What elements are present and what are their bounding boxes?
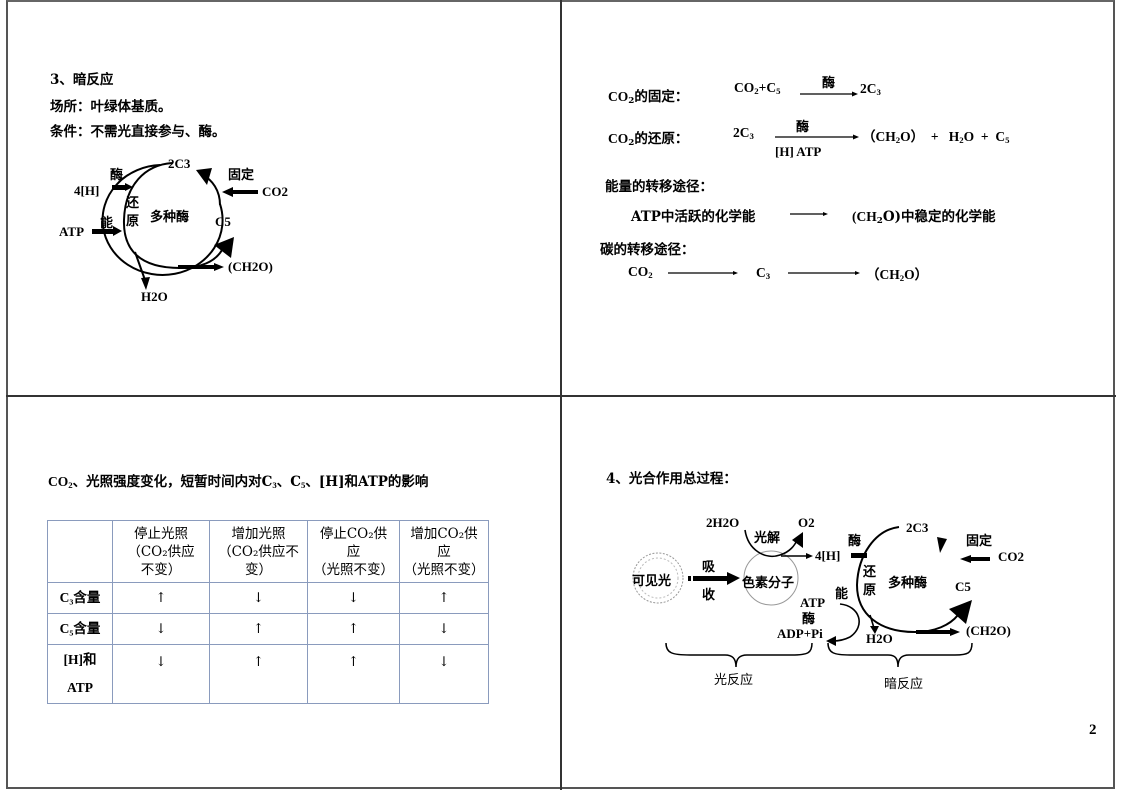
- table-row-c3: C₃含量 ↑ ↓ ↓ ↑: [47, 582, 489, 614]
- horizontal-divider: [6, 395, 1116, 397]
- table-row-h-atp: [H]和 ATP ↓ ↑ ↑ ↓: [47, 644, 489, 704]
- label-co2: CO2: [998, 549, 1024, 564]
- label-energy: 能: [100, 216, 114, 231]
- label-h2o: H2O: [141, 289, 168, 304]
- reduction-label: CO2的还原：: [608, 131, 689, 149]
- label-multi-enzyme: 多种酶: [150, 210, 190, 225]
- label-reduce-2: 原: [863, 583, 877, 598]
- location-text: 场所：叶绿体基质。: [50, 99, 172, 115]
- header-increase-light: 增加光照 （CO₂供应不 变）: [209, 520, 308, 583]
- label-atp: ATP: [59, 224, 85, 239]
- label-enzyme: 酶: [848, 534, 862, 549]
- energy-path-title: 能量的转移途径：: [605, 179, 713, 195]
- label-enzyme-small: 酶: [802, 612, 816, 627]
- calvin-cycle-arrows: [92, 162, 258, 290]
- label-atp: ATP: [800, 595, 826, 610]
- label-reduce-2: 原: [126, 214, 140, 229]
- energy-to: (CH2O)中稳定的化学能: [852, 209, 996, 227]
- label-ch2o: (CH2O): [966, 623, 1011, 638]
- cell-value: ↑: [307, 613, 400, 645]
- header-stop-light: 停止光照 （CO₂供应 不变）: [112, 520, 210, 583]
- table-title: CO2、光照强度变化，短暂时间内对C3、C5、[H]和ATP的影响: [48, 474, 429, 491]
- label-pigment: 色素分子: [742, 576, 795, 591]
- carbon-path-title: 碳的转移途径：: [600, 242, 695, 258]
- table-header-row: 停止光照 （CO₂供应 不变） 增加光照 （CO₂供应不 变） 停止CO₂供 应…: [47, 520, 489, 583]
- label-4h: 4[H]: [815, 548, 841, 563]
- label-energy: 能: [835, 587, 849, 602]
- label-absorb-2: 收: [702, 588, 716, 603]
- cell-value: ↓: [112, 644, 210, 704]
- reduction-conditions: [H] ATP: [775, 144, 822, 159]
- heading: 3、暗反应: [50, 72, 114, 88]
- label-4h: 4[H]: [74, 183, 100, 198]
- label-reduce-1: 还: [863, 565, 877, 580]
- label-2c3: 2C3: [906, 520, 929, 535]
- label-o2: O2: [798, 515, 815, 530]
- cell-value: ↑: [209, 613, 308, 645]
- carbon-ch2o: （CH2O）: [866, 267, 929, 284]
- fixation-enzyme: 酶: [822, 76, 836, 91]
- light-burst-icon: [632, 552, 684, 604]
- header-increase-co2: 增加CO₂供 应 （光照不变）: [399, 520, 489, 583]
- label-fix: 固定: [228, 168, 255, 183]
- table-corner-cell: [47, 520, 113, 583]
- cell-value: ↓: [399, 644, 489, 704]
- carbon-arrow-2: [788, 271, 860, 275]
- label-c5: C5: [955, 579, 971, 594]
- reduction-reactant: 2C3: [733, 125, 754, 142]
- cell-value: ↓: [399, 613, 489, 645]
- condition-text: 条件：不需光直接参与、酶。: [50, 124, 226, 140]
- cell-value: ↑: [307, 644, 400, 704]
- effects-table: 停止光照 （CO₂供应 不变） 增加光照 （CO₂供应不 变） 停止CO₂供 应…: [47, 520, 489, 704]
- label-2h2o: 2H2O: [706, 515, 740, 530]
- header-stop-co2: 停止CO₂供 应 （光照不变）: [307, 520, 400, 583]
- fixation-arrow: [800, 91, 858, 97]
- label-light-reaction: 光反应: [714, 673, 754, 688]
- label-absorb-1: 吸: [702, 560, 716, 575]
- cell-value: ↓: [307, 582, 400, 614]
- carbon-arrow-1: [668, 271, 738, 275]
- label-photolysis: 光解: [754, 531, 781, 546]
- label-adp-pi: ADP+Pi: [777, 626, 823, 641]
- reduction-products: （CH2O） + H2O + C5: [862, 129, 1010, 146]
- cell-value: ↑: [112, 582, 210, 614]
- label-visible-light: 可见光: [632, 574, 672, 589]
- label-fix: 固定: [966, 534, 993, 549]
- heading: 4、光合作用总过程：: [606, 471, 737, 487]
- label-enzyme: 酶: [110, 168, 124, 183]
- label-h2o: H2O: [866, 631, 893, 646]
- label-2c3: 2C3: [168, 156, 191, 171]
- reduction-arrow: [775, 134, 859, 140]
- fixation-reactants: CO2+C5: [734, 80, 781, 97]
- fixation-label: CO2的固定：: [608, 89, 689, 107]
- label-multi-enzyme: 多种酶: [888, 576, 928, 591]
- energy-arrow: [790, 212, 828, 216]
- energy-from: ATP中活跃的化学能: [631, 209, 756, 225]
- label-ch2o: (CH2O): [228, 259, 273, 274]
- carbon-c3: C3: [756, 265, 771, 282]
- page-number: 2: [1089, 722, 1097, 738]
- carbon-co2: CO2: [628, 264, 653, 281]
- fixation-product: 2C3: [860, 81, 881, 98]
- reduction-enzyme: 酶: [796, 120, 810, 135]
- label-c5: C5: [215, 214, 231, 229]
- row-label-h-atp: [H]和 ATP: [47, 644, 113, 704]
- label-reduce-1: 还: [126, 196, 140, 211]
- table-row-c5: C₅含量 ↓ ↑ ↑ ↓: [47, 613, 489, 645]
- label-co2: CO2: [262, 184, 288, 199]
- label-dark-reaction: 暗反应: [884, 677, 924, 692]
